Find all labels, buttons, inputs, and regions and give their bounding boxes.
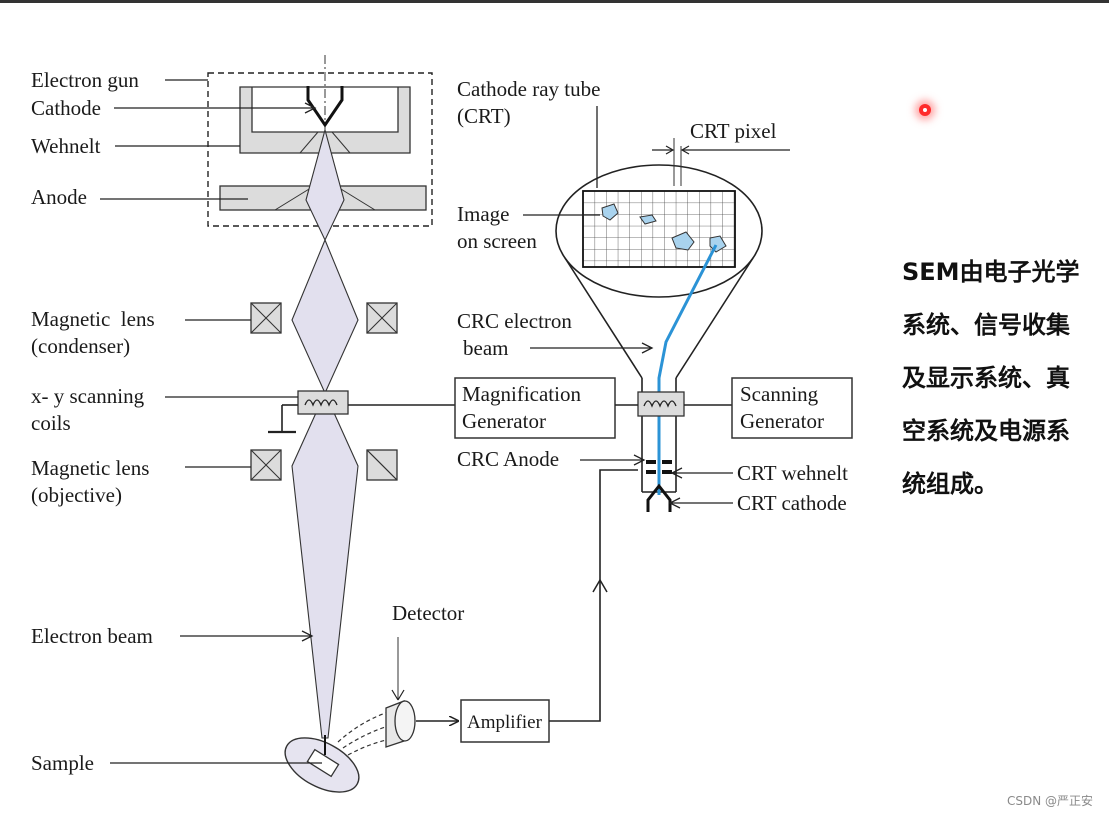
- label-condenser-lens: Magnetic lens: [31, 307, 155, 331]
- laser-pointer-dot: [919, 104, 931, 116]
- label-crt-pixel: CRT pixel: [690, 119, 777, 143]
- signal-up-arrow: [592, 578, 608, 593]
- beam-condenser-section: [291, 238, 359, 395]
- beam-objective-section: [291, 391, 359, 739]
- objective-lens-poles: [250, 449, 398, 481]
- label-magnification-generator: Generator: [462, 409, 546, 433]
- scanning-generator-box: [731, 377, 853, 439]
- csdn-watermark: CSDN @严正安: [1006, 794, 1093, 808]
- amplifier-signal-wire: [549, 469, 638, 722]
- label-crc-electron: CRC electron: [457, 309, 572, 333]
- label-crt-abbrev: (CRT): [457, 104, 511, 128]
- condenser-lens-poles: [250, 302, 398, 334]
- sem-summary-text: SEM由电子光学系统、信号收集及显示系统、真空系统及电源系统组成。: [902, 258, 1080, 498]
- label-leader-lines: [100, 79, 733, 764]
- label-scanning: Scanning: [740, 382, 819, 406]
- label-sample: Sample: [31, 751, 94, 775]
- label-crt: Cathode ray tube: [457, 77, 600, 101]
- label-wehnelt: Wehnelt: [31, 134, 101, 158]
- magnification-generator-box: [454, 377, 616, 439]
- label-arrow-tips: [301, 102, 683, 642]
- cathode-filament: [306, 86, 344, 128]
- label-scanning-coils: x- y scanning: [31, 384, 145, 408]
- label-electron-gun: Electron gun: [31, 68, 139, 92]
- label-crc-anode: CRC Anode: [457, 447, 559, 471]
- crt-electron-beam: [657, 244, 718, 495]
- label-coils: coils: [31, 411, 71, 435]
- label-on-screen: on screen: [457, 229, 537, 253]
- label-crt-cathode: CRT cathode: [737, 491, 847, 515]
- wehnelt-cap: [239, 86, 411, 154]
- label-objective-paren: (objective): [31, 483, 122, 507]
- crt-pixel-indicator: [652, 138, 790, 186]
- label-anode: Anode: [31, 185, 87, 209]
- label-detector: Detector: [392, 601, 464, 625]
- crt-gun-elements: [646, 460, 672, 512]
- label-scanning-generator: Generator: [740, 409, 824, 433]
- crt-deflection-coils: [615, 391, 732, 417]
- label-condenser-paren: (condenser): [31, 334, 130, 358]
- amplifier-box: [460, 699, 550, 743]
- label-objective-lens: Magnetic lens: [31, 456, 149, 480]
- label-crt-wehnelt: CRT wehnelt: [737, 461, 848, 485]
- label-amplifier: Amplifier: [467, 712, 543, 733]
- label-electron-beam: Electron beam: [31, 624, 153, 648]
- top-border: [0, 0, 1109, 3]
- label-crc-beam: beam: [463, 336, 508, 360]
- electron-gun-enclosure: [207, 72, 433, 227]
- label-image: Image: [457, 202, 509, 226]
- detector: [385, 637, 416, 748]
- sample-stage: [284, 735, 360, 793]
- label-magnification: Magnification: [462, 382, 581, 406]
- label-cathode: Cathode: [31, 96, 101, 120]
